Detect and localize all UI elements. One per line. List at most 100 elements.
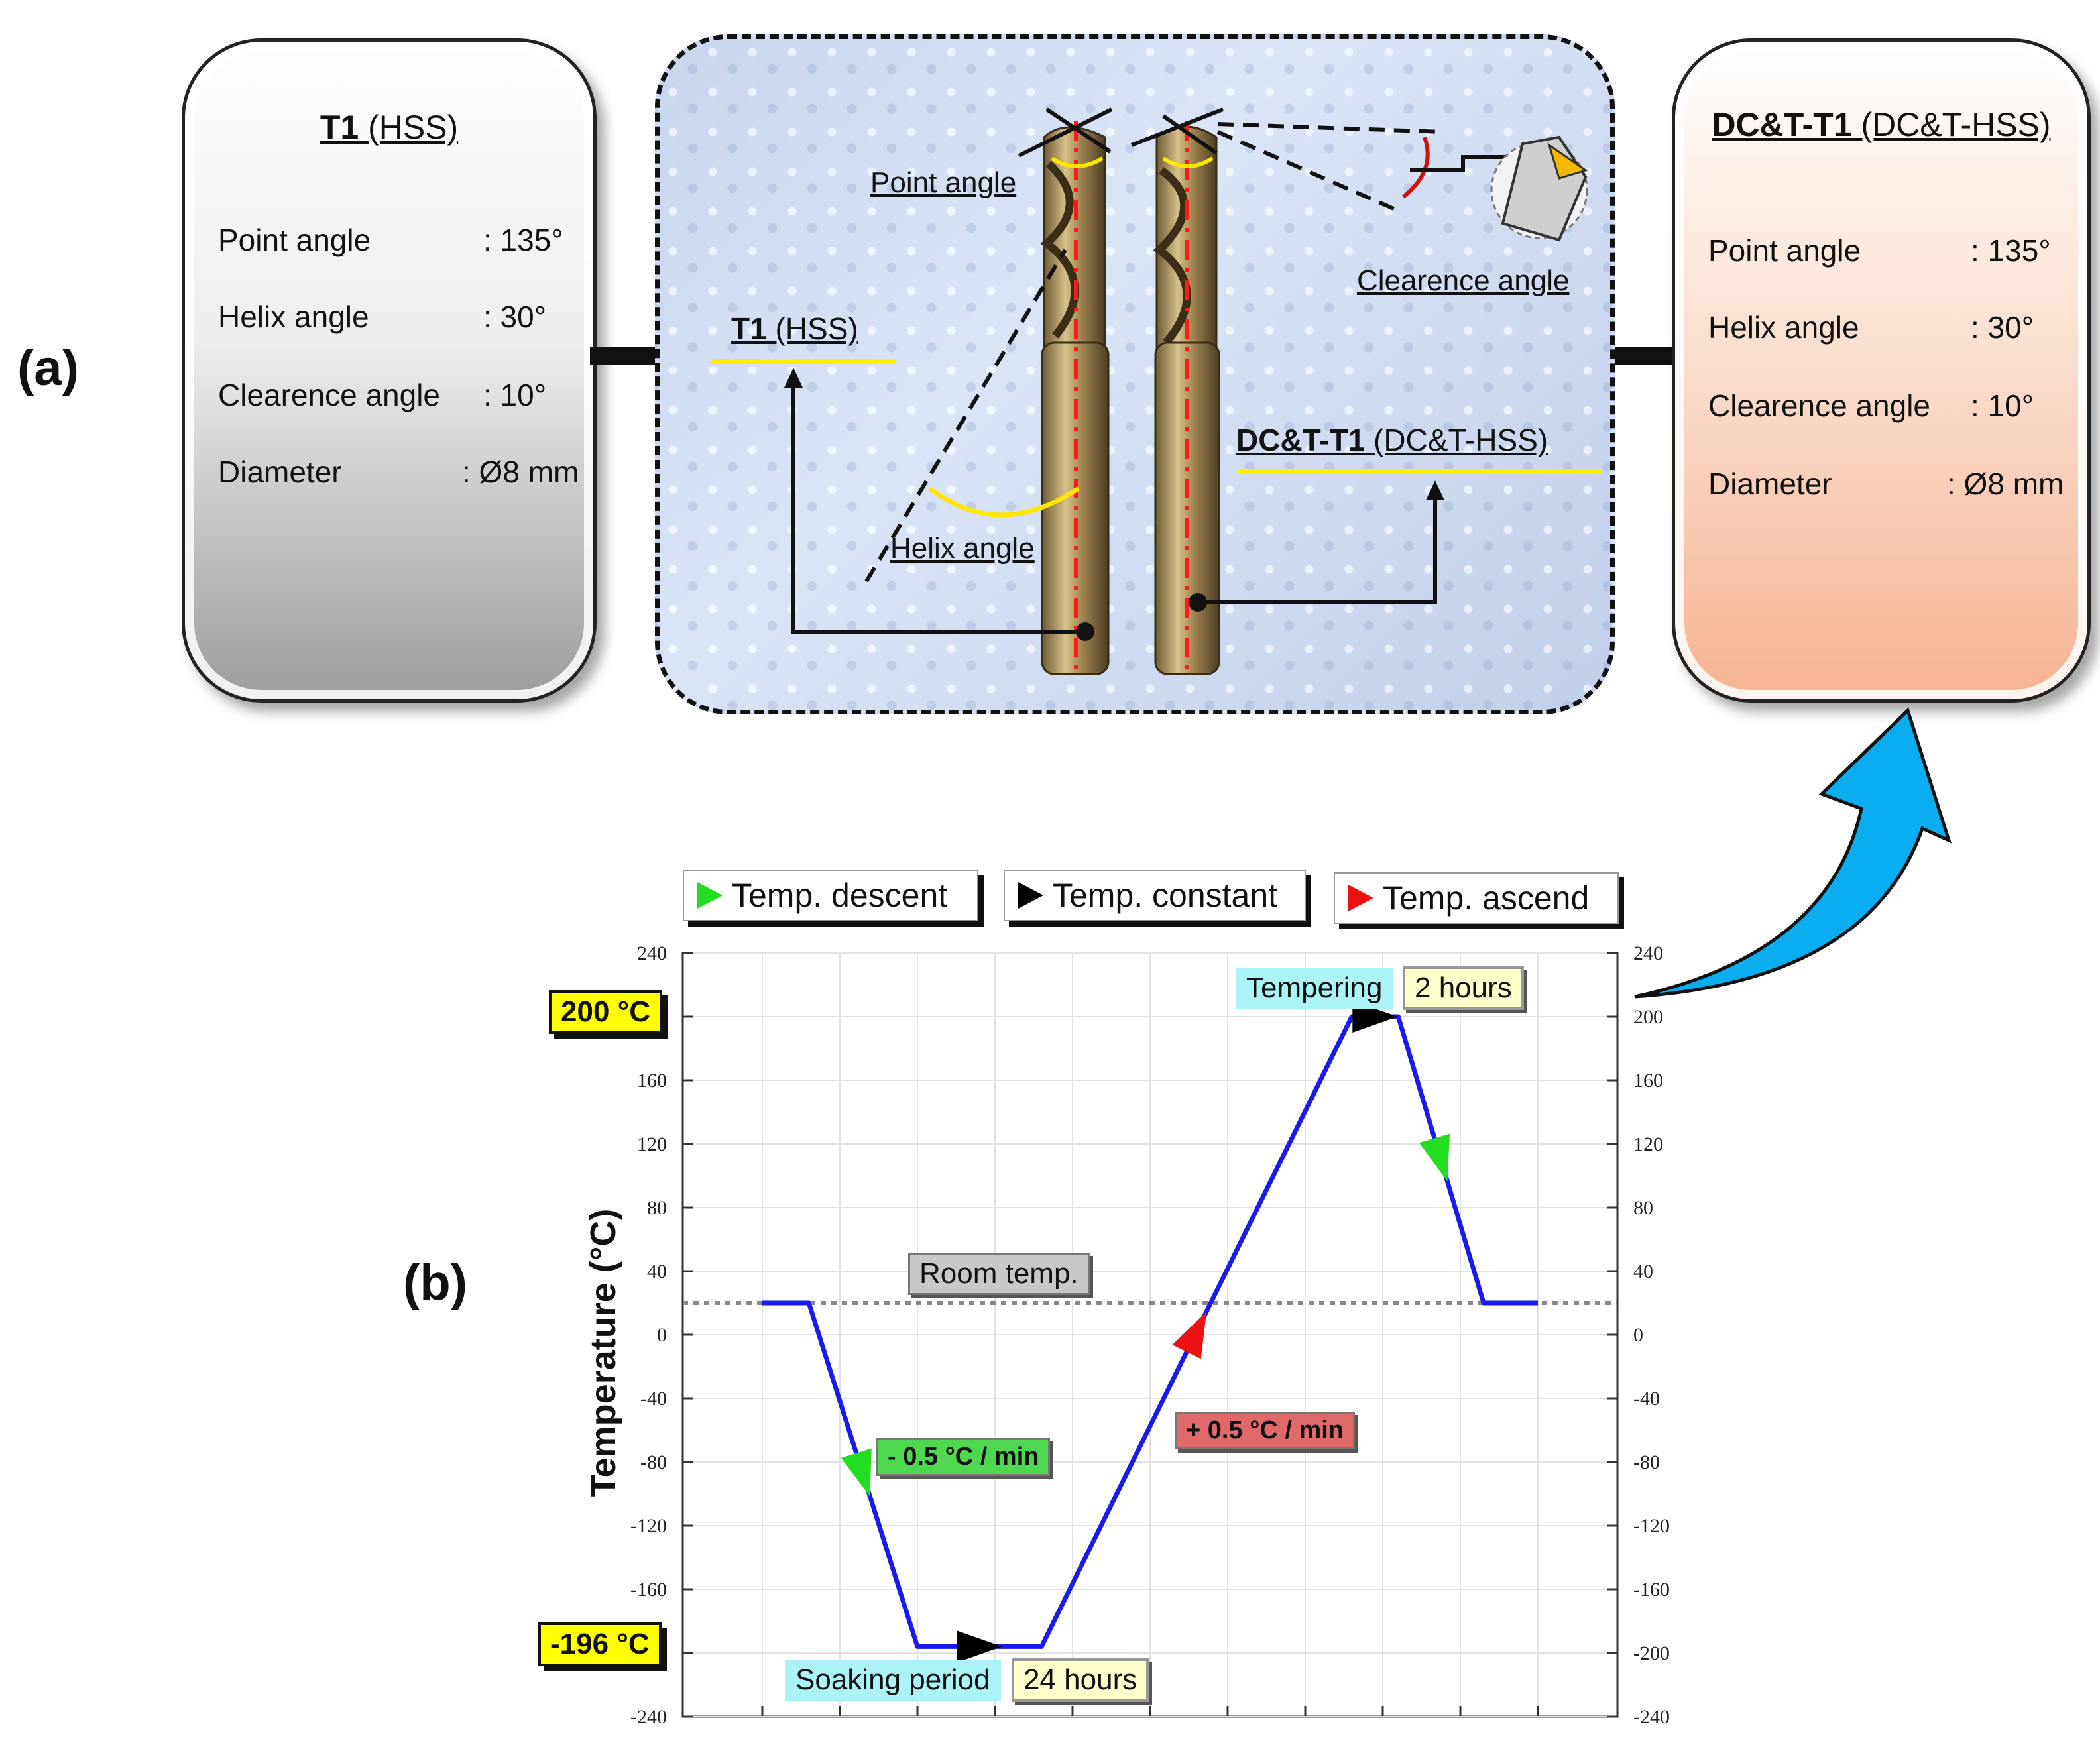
y-tick-label-left: -40	[640, 1388, 667, 1410]
t1-photo-label-rest: (HSS)	[766, 311, 858, 346]
dct-spec-helix-angle: Helix angle : 30°	[1702, 310, 2074, 356]
legend-constant: Temp. constant	[1004, 870, 1306, 921]
spec-value: : 30°	[483, 300, 547, 334]
legend-ascend: Temp. ascend	[1334, 872, 1619, 924]
spec-key: Point angle	[1708, 233, 1861, 268]
spec-value: : 10°	[483, 378, 547, 412]
y-tick-label-left: -80	[640, 1451, 667, 1473]
y-tick-label-right: 160	[1633, 1070, 1663, 1092]
y-tick-label-left: 160	[637, 1070, 667, 1092]
descent-icon	[697, 882, 723, 909]
y-tick-label-left: 80	[647, 1197, 667, 1219]
ascend-icon	[1348, 885, 1373, 911]
t1-spec-point-angle: Point angle : 135°	[211, 222, 580, 268]
y-tick-label-right: -240	[1633, 1706, 1670, 1728]
spec-key: Helix angle	[218, 300, 369, 334]
dct-photo-label: DC&T-T1 (DC&T-HSS)	[1236, 422, 1548, 458]
spec-key: Helix angle	[1708, 310, 1859, 345]
constant-icon	[1018, 882, 1043, 909]
y-axis-title: Temperature (°C)	[583, 1208, 623, 1497]
heating-direction-marker	[1172, 1311, 1207, 1359]
spec-value: : 135°	[483, 223, 563, 257]
y-tick-label-right: -200	[1633, 1642, 1670, 1664]
t1-photo-label-bold: T1	[731, 311, 767, 346]
legend-descent: Temp. descent	[683, 870, 978, 921]
min-temp-tag: -196 °C	[538, 1622, 662, 1666]
helix-line	[864, 249, 1067, 583]
clearance-line-2	[1216, 130, 1398, 212]
spec-value: : 30°	[1971, 310, 2034, 345]
y-tick-label-left: -120	[630, 1515, 667, 1537]
tempering-tag: Tempering	[1236, 968, 1393, 1009]
y-tick-label-right: 240	[1633, 942, 1663, 964]
point-angle-label: Point angle	[870, 166, 1017, 199]
cooling-direction-marker	[841, 1448, 872, 1497]
spec-key: Clearence angle	[1708, 388, 1931, 423]
spec-key: Clearence angle	[218, 378, 441, 412]
t1-spec-card: T1 (HSS) Point angle : 135° Helix angle …	[182, 38, 597, 703]
t1-card-title-rest: (HSS)	[359, 109, 459, 146]
dct-photo-label-bold: DC&T-T1	[1236, 423, 1366, 457]
helix-angle-label: Helix angle	[890, 532, 1035, 565]
dct-spec-point-angle: Point angle : 135°	[1702, 233, 2074, 279]
y-tick-label-left: 0	[657, 1324, 667, 1346]
y-tick-label-right: 80	[1633, 1197, 1653, 1219]
spec-key: Diameter	[1708, 467, 1832, 501]
dct-point-arc	[1162, 156, 1214, 168]
left-connector	[590, 347, 658, 365]
dct-t1-spec-card: DC&T-T1 (DC&T-HSS) Point angle : 135° He…	[1672, 38, 2091, 703]
max-temp-tag: 200 °C	[549, 990, 663, 1034]
clearence-angle-label: Clearence angle	[1357, 264, 1570, 297]
t1-spec-clearence-angle: Clearence angle : 10°	[211, 377, 580, 424]
legend-ascend-text: Temp. ascend	[1383, 879, 1590, 917]
y-tick-label-right: -160	[1633, 1579, 1670, 1601]
tempering-direction-marker	[1352, 1001, 1398, 1033]
spec-key: Diameter	[218, 455, 342, 489]
t1-photo-label: T1 (HSS)	[731, 311, 858, 347]
y-tick-label-right: -120	[1633, 1515, 1670, 1537]
dct-card-title-rest: (DC&T-HSS)	[1851, 106, 2051, 143]
y-tick-label-right: 40	[1633, 1261, 1653, 1282]
legend-descent-text: Temp. descent	[732, 877, 948, 914]
dct-card-title: DC&T-T1 (DC&T-HSS)	[1675, 105, 2087, 144]
panel-a-label: (a)	[17, 340, 79, 396]
spec-value: : Ø8 mm	[462, 455, 579, 489]
legend-constant-text: Temp. constant	[1053, 877, 1278, 914]
spec-value: : 10°	[1971, 388, 2034, 423]
dct-pointer	[1198, 494, 1437, 604]
point-angle-marks	[1018, 107, 1224, 158]
drill-illustration	[711, 107, 1602, 675]
spec-value: : Ø8 mm	[1947, 467, 2064, 501]
y-tick-label-right: -80	[1633, 1451, 1660, 1473]
dct-photo-label-rest: (DC&T-HSS)	[1365, 423, 1548, 457]
dct-spec-clearence-angle: Clearence angle : 10°	[1702, 388, 2074, 434]
tempering-time-tag: 2 hours	[1403, 966, 1524, 1010]
y-tick-label-left: -240	[630, 1706, 667, 1728]
soaking-direction-marker	[957, 1630, 1002, 1663]
t1-card-title: T1 (HSS)	[185, 108, 593, 146]
y-tick-label-right: 120	[1633, 1133, 1663, 1155]
t1-point-arc	[1051, 156, 1104, 168]
y-tick-label-right: 0	[1633, 1324, 1643, 1346]
panel-b-label: (b)	[403, 1255, 468, 1311]
right-connector	[1607, 347, 1673, 365]
dct-t1-drill	[1153, 125, 1220, 675]
drill-photo: Point angle Clearence angle Helix angle …	[655, 34, 1615, 714]
y-tick-label-left: 240	[637, 942, 667, 964]
y-tick-label-left: 40	[647, 1261, 667, 1282]
room-temp-tag: Room temp.	[908, 1253, 1090, 1295]
cool-rate-tag: - 0.5 °C / min	[876, 1438, 1051, 1476]
t1-card-title-bold: T1	[320, 109, 359, 146]
spec-key: Point angle	[218, 223, 371, 257]
drill-tip-inset	[1490, 135, 1588, 242]
spec-value: : 135°	[1971, 233, 2051, 268]
helix-arc	[927, 486, 1080, 518]
soaking-time-tag: 24 hours	[1012, 1658, 1149, 1702]
y-tick-label-left: -160	[630, 1579, 667, 1601]
t1-spec-diameter: Diameter : Ø8 mm	[211, 454, 580, 500]
heat-rate-tag: + 0.5 °C / min	[1175, 1412, 1356, 1449]
dct-card-title-bold: DC&T-T1	[1712, 106, 1852, 143]
blue-curved-arrow	[1634, 707, 1952, 999]
y-tick-label-right: 200	[1633, 1006, 1663, 1028]
